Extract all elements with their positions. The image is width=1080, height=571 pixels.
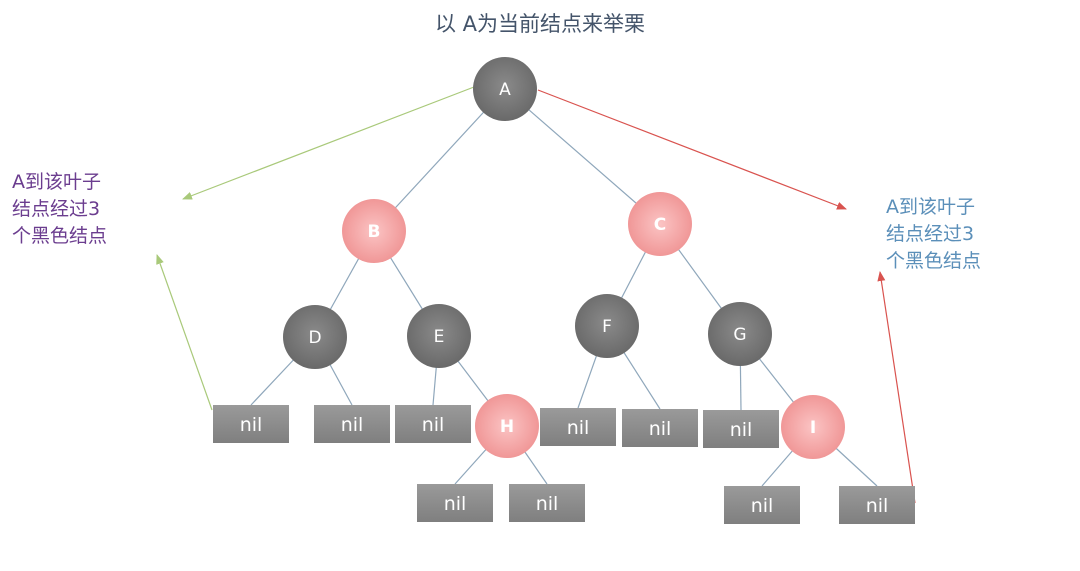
nil-leaf-nil1: nil [213, 405, 289, 443]
nil-leaf-nil7: nil [417, 484, 493, 522]
nil-label: nil [240, 414, 263, 436]
node-label: B [368, 222, 381, 242]
left-annotation: A到该叶子 结点经过3 个黑色结点 [12, 169, 107, 250]
nil-leaf-nil9: nil [724, 486, 800, 524]
right-annotation-line-2: 结点经过3 [886, 223, 975, 245]
node-B: B [342, 199, 406, 263]
nil-box [839, 486, 915, 524]
nil-leaves: nil nil nil nil nil nil nil nil nil nil [213, 405, 915, 524]
nil-leaf-nil3: nil [395, 405, 471, 443]
nil-label: nil [866, 495, 889, 517]
nil-leaf-nil6: nil [703, 410, 779, 448]
left-annotation-line-3: 个黑色结点 [12, 225, 108, 247]
node-label: E [434, 327, 445, 347]
nil-box [703, 410, 779, 448]
node-label: D [308, 328, 321, 348]
nil-leaf-nil8: nil [509, 484, 585, 522]
right-annotation-line-1: A到该叶子 [886, 196, 975, 218]
nil-leaf-nil4: nil [540, 408, 616, 446]
node-label: G [733, 325, 746, 345]
nil-leaf-nil10: nil [839, 486, 915, 524]
nil-box [213, 405, 289, 443]
nil-box [395, 405, 471, 443]
nil-box [540, 408, 616, 446]
nil-box [509, 484, 585, 522]
arrow-a-to-left-note [182, 86, 475, 200]
black-node-circle [575, 294, 639, 358]
nil-label: nil [751, 495, 774, 517]
red-node-circle [342, 199, 406, 263]
node-C: C [628, 192, 692, 256]
nil-leaf-nil2: nil [314, 405, 390, 443]
black-node-circle [708, 302, 772, 366]
red-node-circle [475, 394, 539, 458]
edge-A-B [373, 88, 506, 232]
node-D: D [283, 305, 347, 369]
node-label: I [810, 418, 816, 438]
red-node-circle [781, 395, 845, 459]
red-node-circle [628, 192, 692, 256]
black-node-circle [473, 57, 537, 121]
node-H: H [475, 394, 539, 458]
node-label: C [654, 215, 666, 235]
path-arrows [156, 86, 916, 504]
node-G: G [708, 302, 772, 366]
node-label: F [602, 317, 612, 337]
nil-label: nil [444, 493, 467, 515]
right-annotation: A到该叶子 结点经过3 个黑色结点 [886, 194, 981, 275]
nil-label: nil [649, 418, 672, 440]
nil-label: nil [422, 414, 445, 436]
left-annotation-line-2: 结点经过3 [12, 198, 101, 220]
node-F: F [575, 294, 639, 358]
nil-label: nil [567, 417, 590, 439]
nil-label: nil [730, 419, 753, 441]
left-annotation-line-1: A到该叶子 [12, 171, 101, 193]
nil-box [622, 409, 698, 447]
right-annotation-line-3: 个黑色结点 [886, 250, 982, 272]
black-node-circle [283, 305, 347, 369]
nil-label: nil [536, 493, 559, 515]
nil-box [314, 405, 390, 443]
black-node-circle [407, 304, 471, 368]
diagram-title: 以 A为当前结点来举栗 [434, 12, 646, 36]
node-label: H [500, 417, 514, 437]
edge-A-C [504, 88, 661, 225]
nil-leaf-nil5: nil [622, 409, 698, 447]
arrow-nil-to-right-note [877, 271, 916, 504]
node-label: A [499, 80, 511, 100]
node-E: E [407, 304, 471, 368]
nil-label: nil [341, 414, 364, 436]
node-A: A [473, 57, 537, 121]
nil-box [417, 484, 493, 522]
arrow-a-to-right-note [537, 89, 847, 210]
nil-box [724, 486, 800, 524]
tree-nodes: A B C D E F G H I [283, 57, 845, 459]
node-I: I [781, 395, 845, 459]
arrow-nil-to-left-note [156, 254, 213, 411]
